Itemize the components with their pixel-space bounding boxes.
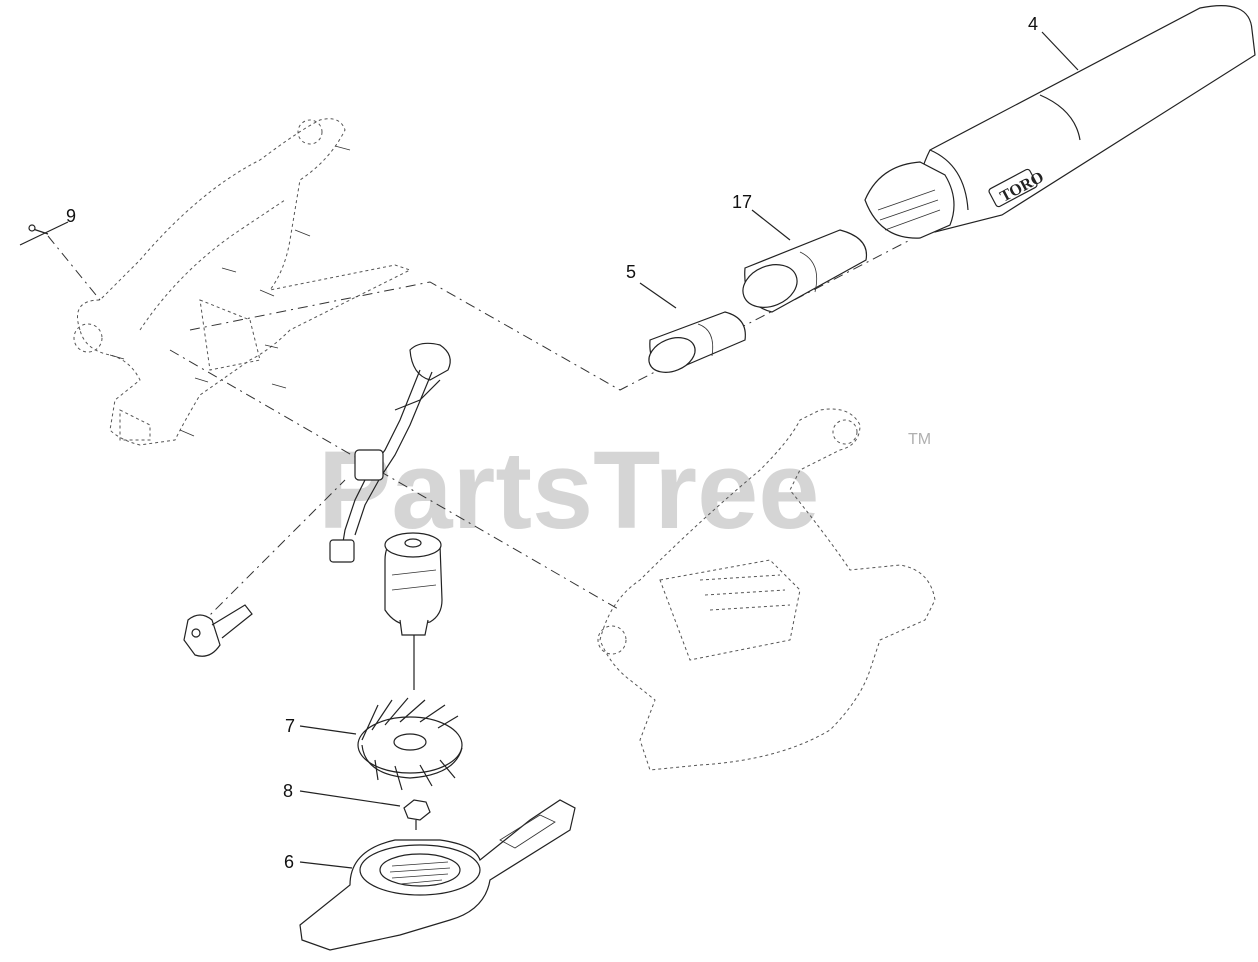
watermark-text: PartsTree — [318, 429, 819, 552]
callout-8: 8 — [283, 781, 293, 801]
leader-6 — [299, 861, 353, 869]
leader-17 — [751, 209, 791, 241]
callout-9: 9 — [66, 206, 76, 226]
base-part-6 — [299, 799, 576, 951]
cord-plug — [183, 604, 253, 657]
blower-tube-part-4: TORO — [864, 5, 1256, 239]
right-housing-half — [597, 408, 936, 771]
leader-9 — [19, 221, 69, 246]
leader-5 — [639, 282, 677, 309]
switch-harness — [329, 342, 451, 563]
callout-5: 5 — [626, 262, 636, 282]
callout-7: 7 — [285, 716, 295, 736]
watermark-trademark: TM — [908, 431, 931, 448]
left-housing-half — [73, 118, 412, 446]
nozzle-part-17 — [742, 229, 868, 313]
leader-7 — [299, 725, 357, 735]
motor — [384, 532, 443, 690]
callout-4: 4 — [1028, 14, 1038, 34]
callout-6: 6 — [284, 852, 294, 872]
leader-8 — [299, 790, 401, 807]
nut-part-8 — [403, 799, 431, 830]
nozzle-part-5 — [648, 311, 746, 373]
callout-17: 17 — [732, 192, 752, 212]
impeller-part-7 — [357, 697, 463, 791]
housing-screws — [109, 145, 351, 437]
leader-4 — [1041, 31, 1079, 71]
